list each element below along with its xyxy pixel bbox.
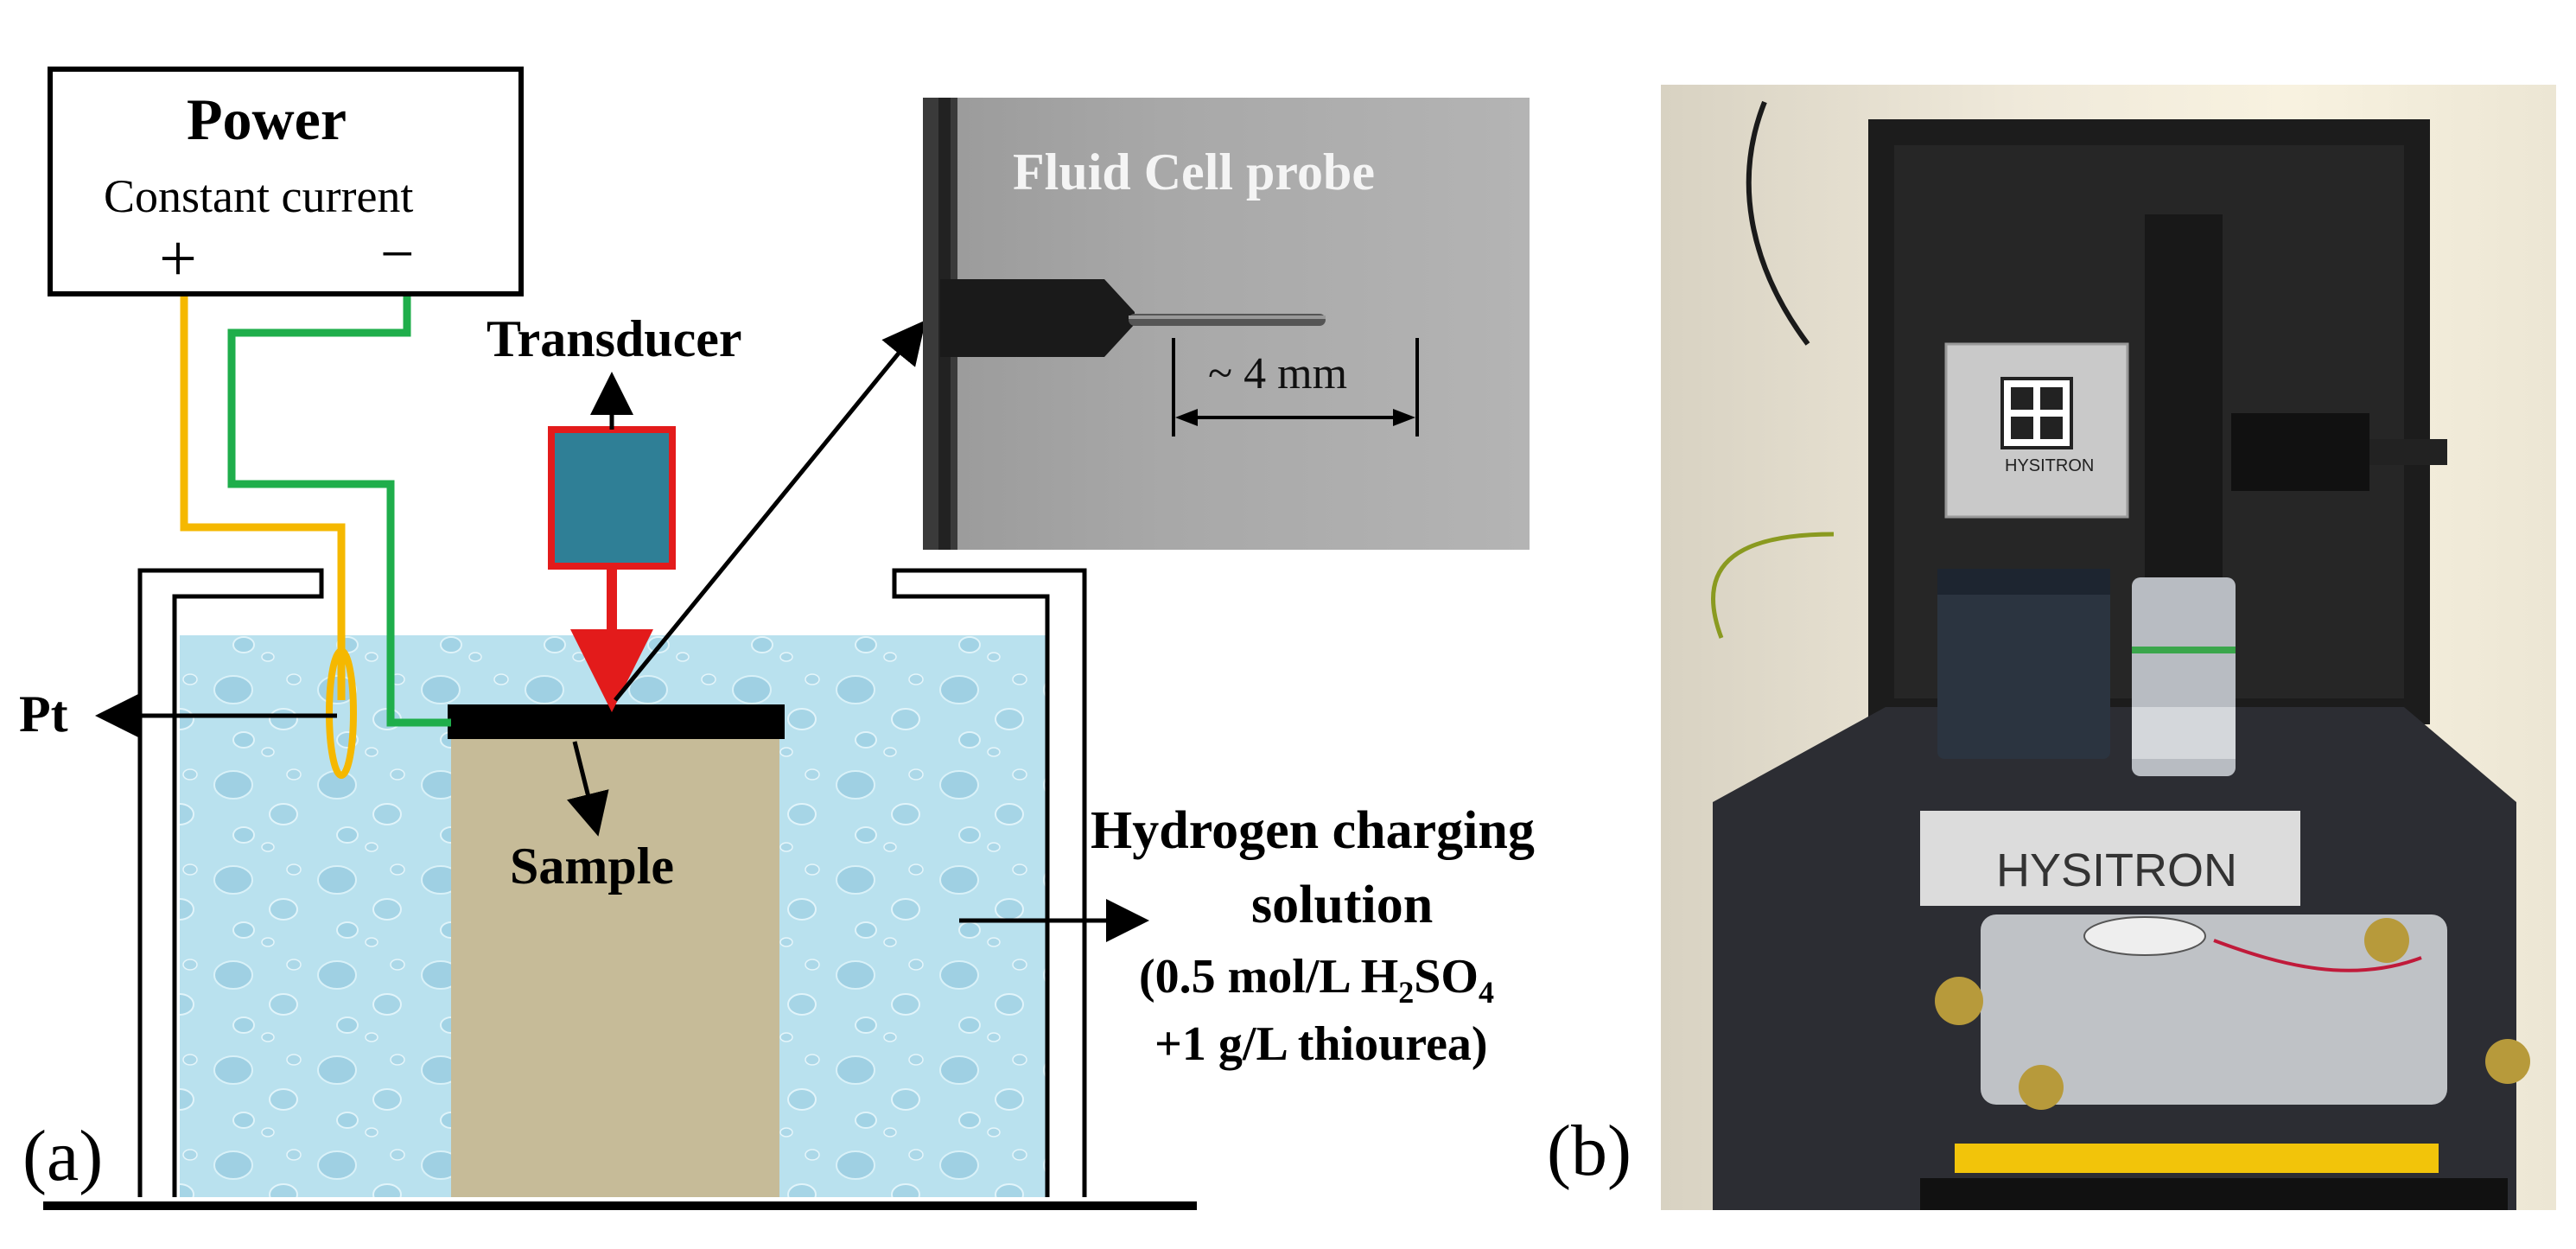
composition-so: SO	[1414, 950, 1479, 1004]
transducer-label: Transducer	[487, 310, 742, 367]
cell-outer-wall-left	[137, 568, 324, 1197]
subscript-4: 4	[1478, 975, 1494, 1010]
power-supply-box	[48, 67, 524, 296]
negative-wire	[227, 290, 451, 727]
probe-drawing	[923, 98, 1419, 550]
subscript-2: 2	[1398, 975, 1415, 1010]
cell-outer-wall-right	[892, 568, 1087, 1197]
instrument-drawing	[1711, 100, 2530, 1210]
fluid-cell-probe-photo: Fluid Cell probe ~ 4 mm	[923, 98, 1530, 550]
positive-wire	[180, 294, 346, 700]
panel-b-label: (b)	[1547, 1111, 1631, 1191]
power-subtitle: Constant current	[104, 170, 414, 222]
inset-pointer-arrow	[614, 320, 926, 702]
solution-additive: +1 g/L thiourea)	[1154, 1017, 1488, 1071]
transducer-box	[548, 426, 676, 570]
sample-surface	[448, 704, 785, 739]
probe-title: Fluid Cell probe	[1013, 143, 1375, 201]
sample-label: Sample	[510, 838, 675, 895]
instrument-photo: HYSITRON HYSITRON	[1661, 85, 2556, 1210]
negative-terminal: −	[380, 221, 415, 288]
pt-label: Pt	[19, 685, 68, 742]
brand-label-bottom: HYSITRON	[1996, 844, 2238, 896]
sample-arrow	[567, 741, 609, 837]
power-title: Power	[187, 86, 347, 152]
brand-label-top: HYSITRON	[2005, 456, 2095, 475]
solution-label-line2: solution	[1251, 876, 1434, 934]
pt-electrode	[326, 647, 357, 779]
solution-composition: (0.5 mol/L H2SO4	[1139, 953, 1494, 1008]
composition-prefix: (0.5 mol/L H	[1139, 950, 1399, 1004]
solution-label-line1: Hydrogen charging	[1091, 801, 1535, 860]
positive-terminal: +	[159, 220, 197, 296]
sample-block	[451, 735, 779, 1197]
probe-dimension: ~ 4 mm	[1208, 349, 1348, 398]
panel-a-label: (a)	[22, 1116, 104, 1196]
